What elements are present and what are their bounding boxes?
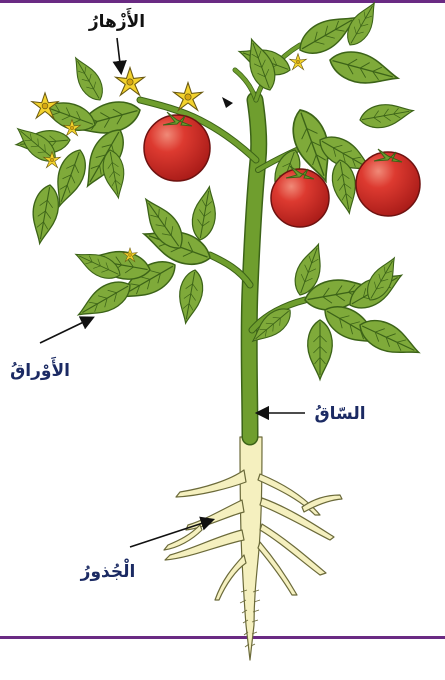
tomato — [144, 115, 210, 181]
flower — [116, 68, 145, 96]
flowers-pointer-arrow — [117, 38, 121, 72]
tomato — [271, 169, 329, 227]
leaves-label: الأَوْراقُ — [10, 356, 70, 381]
flowers-label: الأَزْهارُ — [88, 7, 145, 32]
roots — [164, 437, 342, 660]
roots-pointer-arrow — [130, 520, 212, 547]
leaf-cluster-middle-left — [72, 185, 221, 325]
leaves-pointer-arrow — [40, 318, 92, 343]
top-frame-line — [0, 0, 445, 3]
flower — [290, 54, 307, 70]
roots-label: الْجُذورُ — [80, 557, 136, 582]
flower — [174, 83, 203, 111]
tomato — [356, 152, 420, 216]
stem-tip-arrow-icon — [222, 97, 233, 108]
stem-label: السّاقُ — [314, 404, 365, 424]
bottom-frame-line — [0, 636, 445, 639]
